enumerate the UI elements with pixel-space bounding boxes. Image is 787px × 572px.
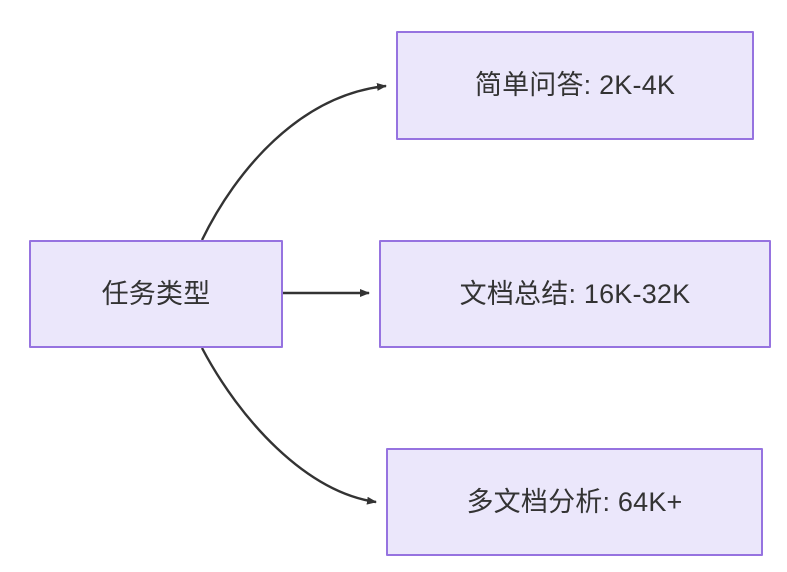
node-task-type[interactable]: 任务类型 xyxy=(29,240,283,348)
edge-root-to-multi-doc xyxy=(200,347,377,505)
node-multi-document-analysis-label: 多文档分析: 64K+ xyxy=(466,486,683,517)
node-multi-document-analysis[interactable]: 多文档分析: 64K+ xyxy=(386,448,763,556)
node-simple-qa[interactable]: 简单问答: 2K-4K xyxy=(396,31,754,140)
node-document-summary-label: 文档总结: 16K-32K xyxy=(459,278,691,309)
node-task-type-label: 任务类型 xyxy=(101,278,211,309)
edge-root-to-simple-qa xyxy=(200,82,387,241)
node-simple-qa-label: 简单问答: 2K-4K xyxy=(474,70,676,101)
node-document-summary[interactable]: 文档总结: 16K-32K xyxy=(379,240,771,348)
